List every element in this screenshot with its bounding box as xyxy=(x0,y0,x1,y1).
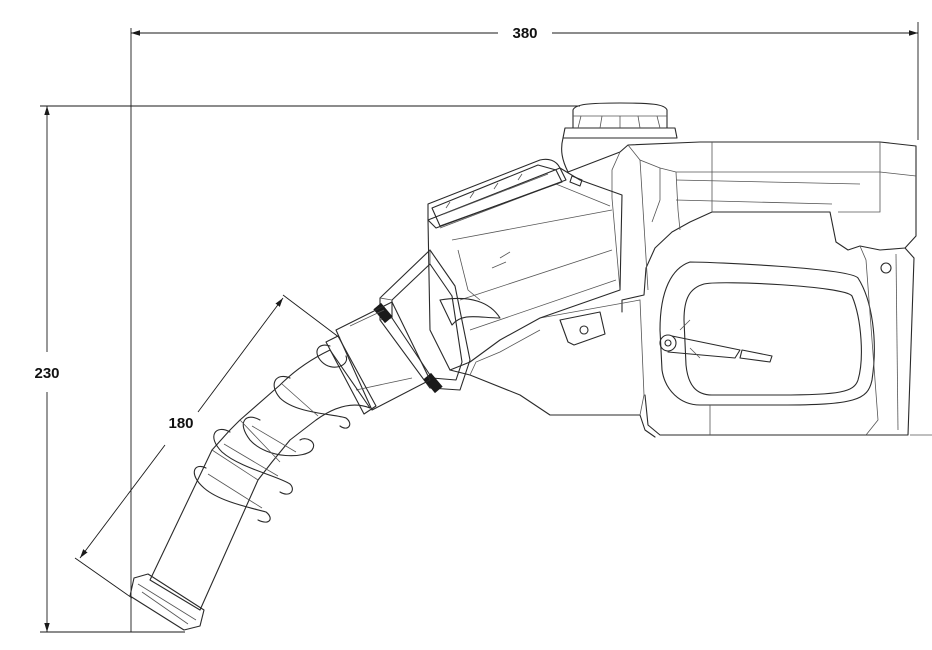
spout xyxy=(129,301,431,631)
spout-extension-line-bottom xyxy=(74,557,133,599)
spout-dimension-line-upper xyxy=(197,297,284,413)
spout-length-dimension: 180 xyxy=(74,294,341,599)
trigger-lever xyxy=(659,319,773,363)
spout-extension-line-top xyxy=(282,294,341,339)
coupling-bolt-upper xyxy=(373,302,393,324)
nozzle-body xyxy=(373,102,932,438)
spout-coupling xyxy=(373,249,471,394)
spout-dimension-line-lower xyxy=(79,444,166,559)
height-dimension: 230 xyxy=(34,105,580,633)
top-cap xyxy=(562,102,678,139)
height-dimension-label: 230 xyxy=(34,365,59,382)
sight-cover xyxy=(427,158,583,229)
spout-spring xyxy=(193,344,351,523)
width-dimension: 380 xyxy=(130,22,919,632)
spout-dimension-label: 180 xyxy=(168,415,193,432)
trigger-guard xyxy=(644,245,932,436)
spout-tip xyxy=(129,573,205,631)
coupling-bolt-lower xyxy=(423,372,443,394)
width-dimension-label: 380 xyxy=(512,25,537,42)
